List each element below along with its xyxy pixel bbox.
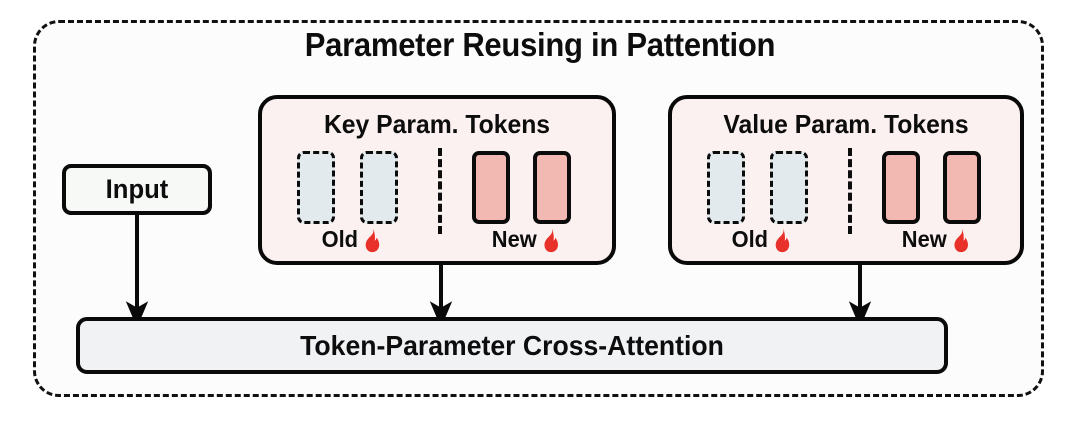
- key-old-label: Old: [321, 226, 359, 252]
- flame-icon: [541, 227, 560, 253]
- key-panel-heading: Key Param. Tokens: [323, 109, 551, 139]
- input-node-label: Input: [105, 174, 169, 204]
- old-key-token-1: [297, 151, 335, 224]
- old-value-token-2: [770, 151, 808, 224]
- new-key-token-2: [533, 151, 571, 224]
- key-old-caption: Old: [322, 226, 382, 253]
- old-key-token-2: [360, 151, 398, 224]
- value-old-caption: Old: [732, 226, 792, 253]
- flame-icon: [951, 227, 970, 253]
- key-new-label: New: [491, 226, 537, 252]
- new-value-token-2: [943, 151, 981, 224]
- cross-attention-label: Token-Parameter Cross-Attention: [300, 329, 724, 361]
- old-value-token-1: [707, 151, 745, 224]
- flame-icon: [773, 227, 792, 253]
- value-old-label: Old: [731, 226, 769, 252]
- key-token-row: [262, 148, 612, 234]
- key-panel-divider: [438, 148, 442, 234]
- key-param-tokens-panel: Key Param. Tokens Old New: [258, 95, 616, 265]
- flame-icon: [363, 227, 382, 253]
- value-new-label: New: [901, 226, 947, 252]
- value-new-caption: New: [902, 226, 971, 253]
- value-token-row: [672, 148, 1020, 234]
- new-value-token-1: [882, 151, 920, 224]
- key-new-caption: New: [492, 226, 561, 253]
- new-key-token-1: [472, 151, 510, 224]
- cross-attention-bar: Token-Parameter Cross-Attention: [76, 317, 948, 374]
- input-node: Input: [62, 164, 212, 215]
- value-param-tokens-panel: Value Param. Tokens Old New: [668, 95, 1024, 265]
- value-panel-heading: Value Param. Tokens: [723, 109, 969, 139]
- diagram-title: Parameter Reusing in Pattention: [304, 26, 776, 63]
- value-panel-divider: [848, 148, 852, 234]
